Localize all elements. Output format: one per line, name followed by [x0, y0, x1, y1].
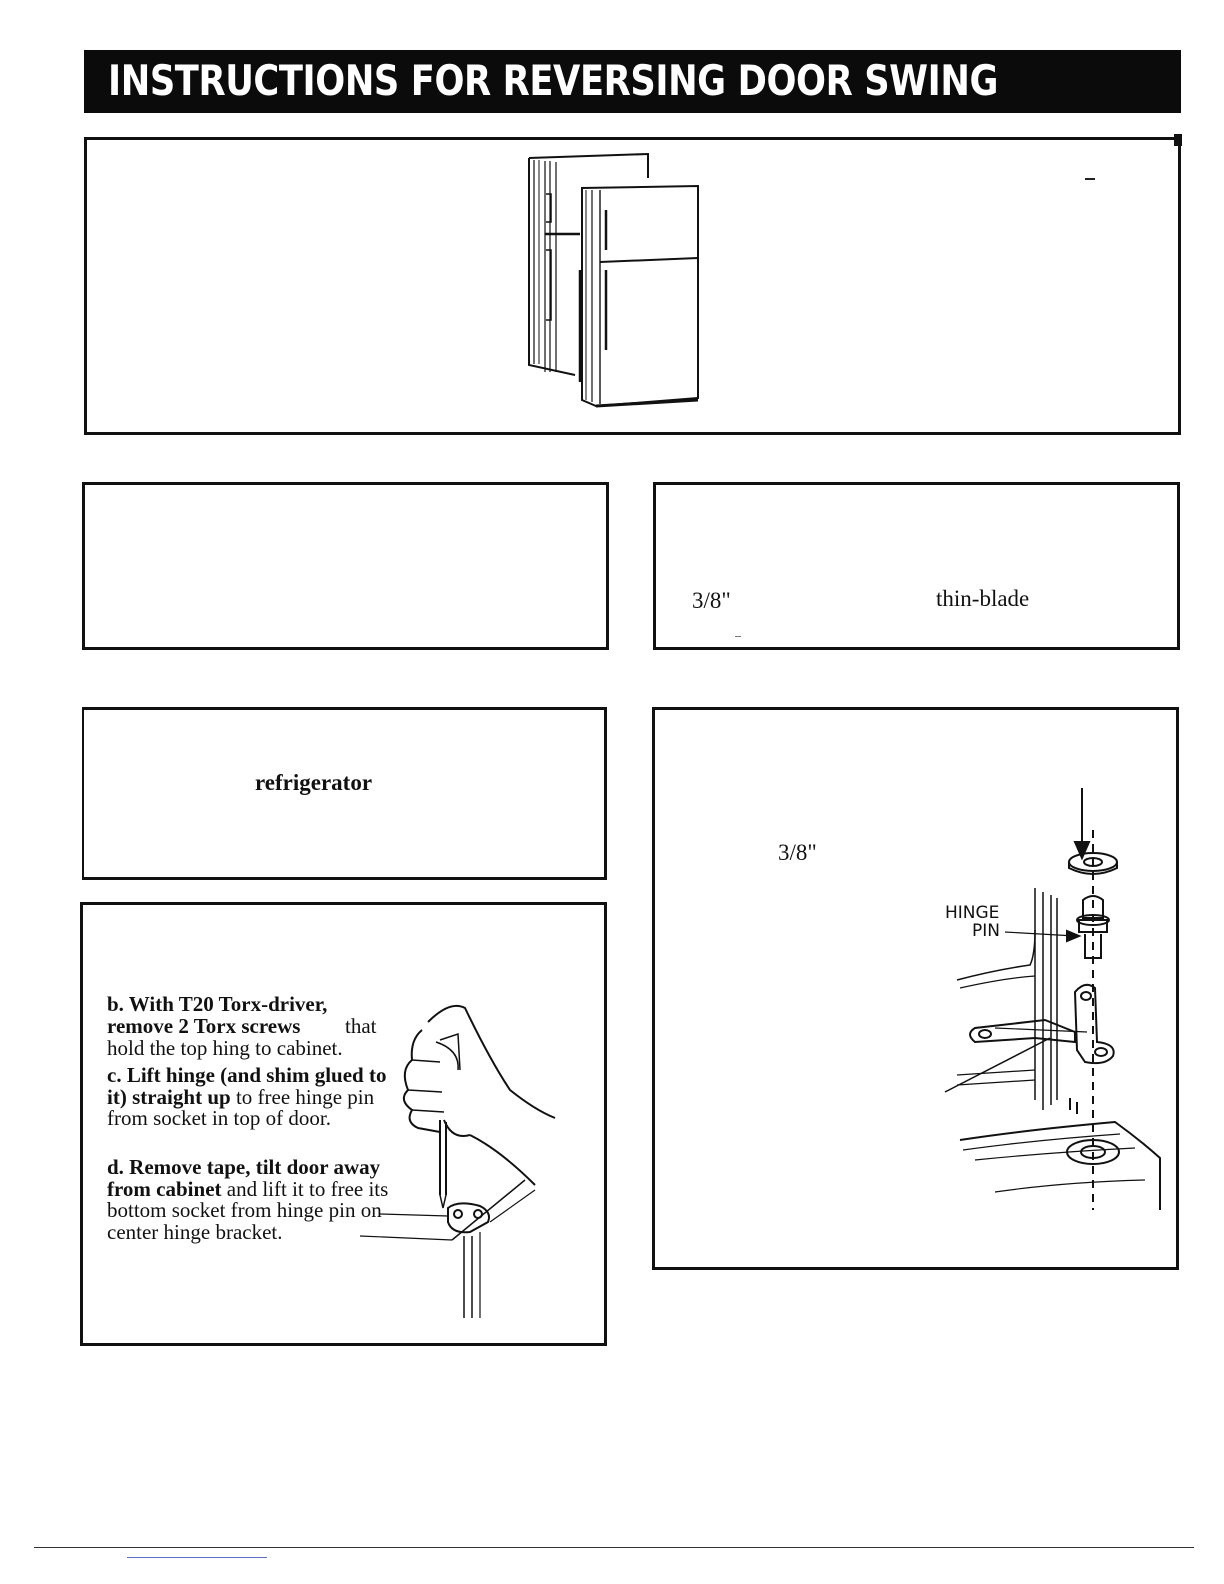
tool-size-1: 3/8": [692, 588, 731, 613]
torx-driver-illustration: [359, 1004, 556, 1318]
tool-thin-blade: thin-blade: [936, 586, 1030, 611]
step-c: c. Lift hinge (and shim glued to it) str…: [107, 1063, 397, 1130]
page-title: INSTRUCTIONS FOR REVERSING DOOR SWING: [108, 56, 999, 105]
hinge-pin-illustration: [944, 788, 1161, 1210]
step-box-3: [80, 902, 607, 1346]
step-d-rest: and lift it to free its bottom socket fr…: [107, 1176, 389, 1244]
refrigerator-illustration: [528, 152, 699, 408]
dash-mark: [735, 636, 741, 637]
hinge-pin-label-2: PIN: [972, 921, 1000, 941]
dash-mark: [1085, 178, 1095, 180]
step-d-bold: d. Remove tape, tilt door away from cabi…: [107, 1155, 381, 1201]
panel-corner-mark: [1174, 134, 1182, 146]
step-box-1: [82, 482, 609, 650]
hinge-size: 3/8": [778, 840, 817, 865]
title-banner: INSTRUCTIONS FOR REVERSING DOOR SWING: [84, 50, 1181, 113]
intro-panel: [84, 137, 1181, 435]
step-box-2: [82, 707, 607, 880]
hinge-pin-label-1: HINGE: [945, 903, 1000, 923]
step-c-bold: c. Lift hinge (and shim glued to it) str…: [107, 1063, 387, 1109]
refrigerator-word: refrigerator: [255, 770, 373, 795]
step-d: d. Remove tape, tilt door away from cabi…: [107, 1155, 393, 1244]
step-b: b. With T20 Torx-driver, remove 2 Torx s…: [107, 992, 392, 1038]
step-b-bold: b. With T20 Torx-driver, remove 2 Torx s…: [107, 992, 328, 1038]
footer-link-underline: [127, 1557, 267, 1558]
hinge-box: [652, 707, 1179, 1270]
step-b-rest: that hold the top hing to cabinet.: [107, 1014, 377, 1060]
tools-box: [653, 482, 1180, 650]
footer-rule: [34, 1547, 1194, 1548]
step-c-rest: to free hinge pin from socket in top of …: [107, 1084, 375, 1130]
